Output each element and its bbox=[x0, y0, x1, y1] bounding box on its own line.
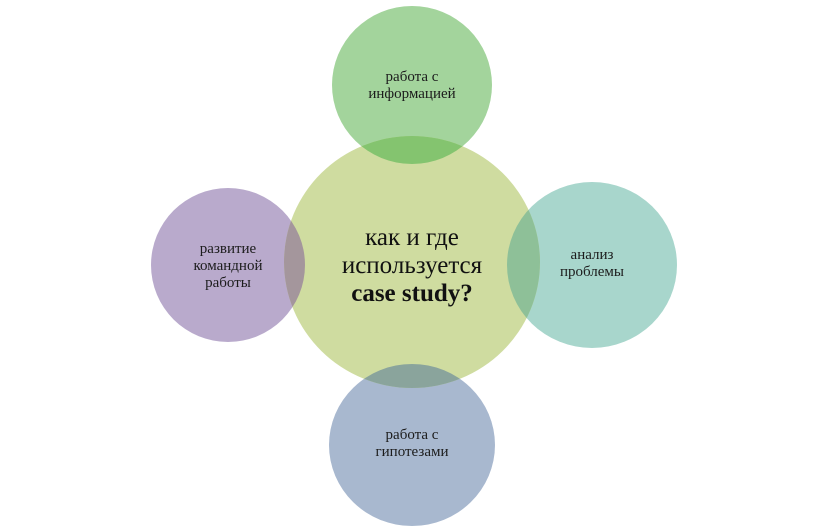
overlap-left bbox=[284, 188, 305, 342]
overlap-top bbox=[332, 136, 492, 164]
circle-hypotheses-work bbox=[329, 364, 495, 526]
center-circle bbox=[284, 136, 540, 388]
circle-team-work bbox=[151, 188, 305, 342]
overlap-right bbox=[507, 182, 540, 348]
overlap-bottom bbox=[329, 364, 495, 388]
